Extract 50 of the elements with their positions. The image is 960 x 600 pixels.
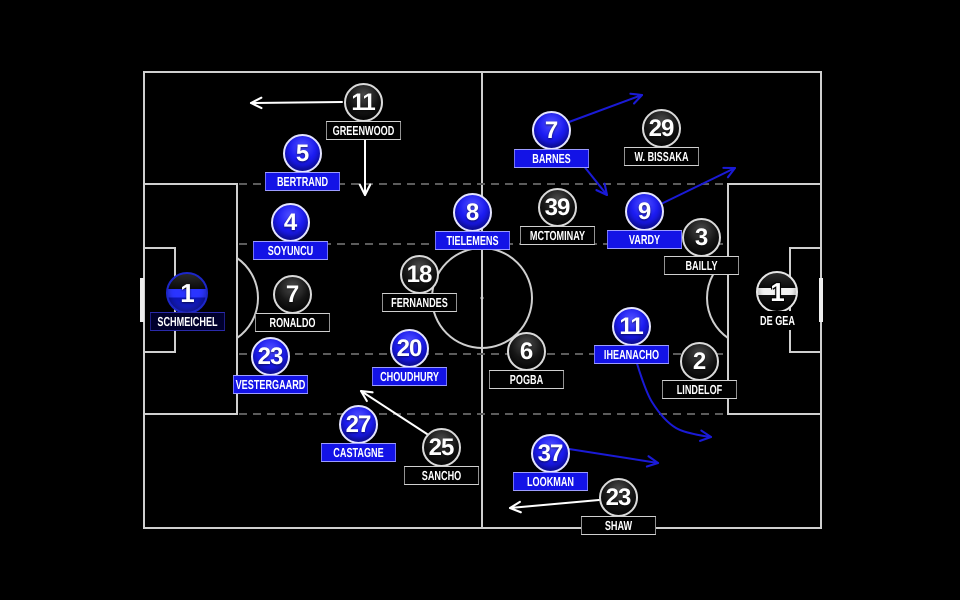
player-number-circle: 6 (506, 332, 546, 370)
movement-arrow (508, 499, 600, 514)
player-name-tag: MCTOMINAY (520, 226, 594, 244)
movement-arrow (360, 390, 428, 435)
movement-arrow (358, 138, 372, 196)
player-number-circle: 29 (642, 108, 680, 148)
player-number-circle: 7 (532, 110, 570, 150)
movement-arrow (568, 92, 644, 123)
movement-arrow (250, 96, 343, 110)
player-name-tag: SHAW (580, 516, 656, 534)
player-name-tag: SANCHO (404, 466, 478, 484)
player-number-circle: 9 (624, 192, 664, 230)
player-name-tag: VARDY (606, 230, 682, 248)
movement-arrow (662, 166, 736, 204)
player-name-tag: BAILLY (664, 256, 738, 274)
player-name-tag: LINDELOF (662, 380, 736, 398)
player-number-circle: 18 (400, 254, 438, 294)
player-number-circle: 4 (270, 202, 310, 242)
player-number-circle: 27 (338, 404, 378, 444)
player-number-circle: 11 (612, 306, 650, 346)
player-name-tag: SCHMEICHEL (150, 312, 224, 331)
movement-arrow (568, 448, 660, 468)
player-number-circle: 23 (598, 478, 638, 516)
player-name-tag: SOYUNCU (252, 240, 328, 260)
player-name-tag: GREENWOOD (326, 120, 400, 140)
player-name-tag: IHEANACHO (594, 344, 668, 364)
player-name-tag: LOOKMAN (512, 472, 588, 490)
movement-arrow (584, 166, 608, 196)
player-name-tag: RONALDO (254, 312, 330, 332)
player-name-tag: VESTERGAARD (232, 374, 308, 394)
player-name-tag: BERTRAND (264, 172, 340, 190)
player-number-circle: 25 (422, 428, 460, 466)
player-number-circle: 11 (344, 82, 382, 122)
player-number-circle: 8 (452, 192, 492, 232)
player-name-tag: TIELEMENS (434, 230, 510, 250)
player-name-tag: CHOUDHURY (372, 366, 446, 386)
player-number-circle: 39 (538, 188, 576, 226)
player-number-circle: 23 (250, 336, 290, 376)
player-number-circle: 5 (282, 134, 322, 172)
player-number-circle: 2 (680, 342, 718, 380)
player-number-circle: 37 (530, 434, 570, 472)
player-number-circle: 3 (682, 218, 720, 256)
player-name-tag: CASTAGNE (320, 442, 396, 462)
movement-arrow (636, 362, 712, 442)
player-name-tag: FERNANDES (382, 292, 456, 312)
player-number-circle: 20 (390, 328, 428, 368)
player-number-circle: 7 (272, 274, 312, 314)
player-name-tag: POGBA (488, 370, 564, 388)
player-name-tag: BARNES (514, 148, 588, 168)
player-name-tag: W. BISSAKA (624, 146, 698, 166)
